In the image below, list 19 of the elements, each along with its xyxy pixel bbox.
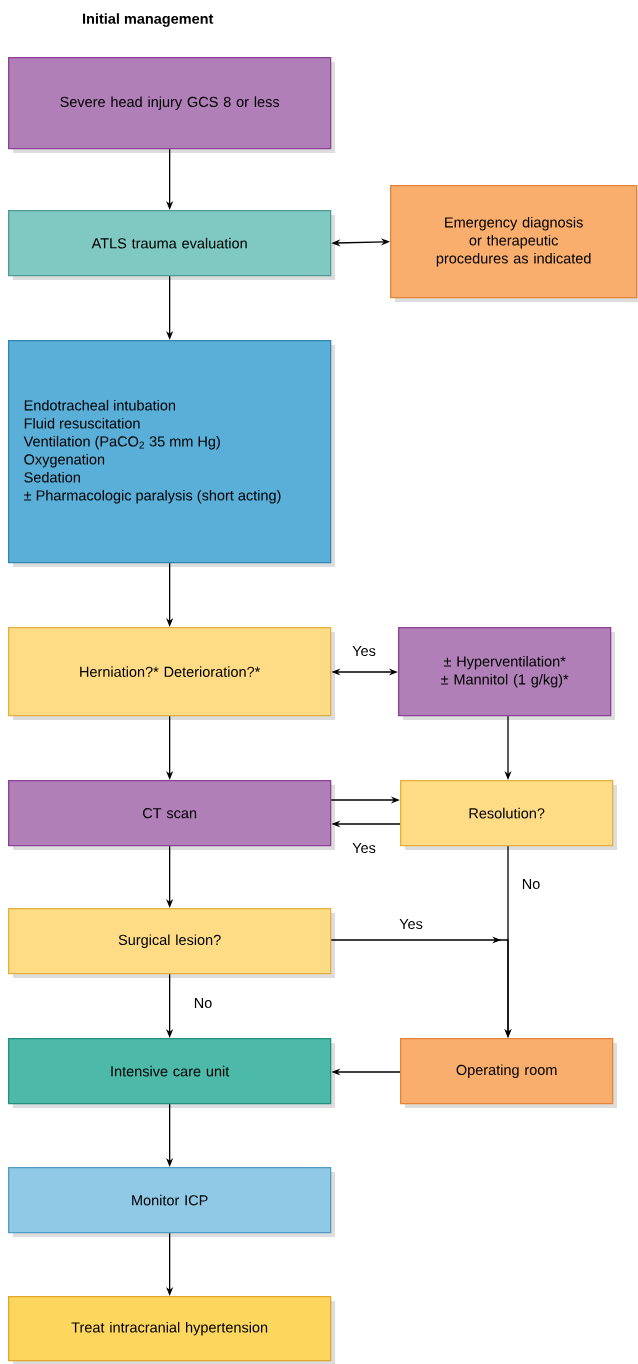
- process-box: Severe head injury GCS 8 or less: [8, 57, 335, 153]
- process-box: ± Hyperventilation* ± Mannitol (1 g/kg)*: [398, 627, 615, 720]
- process-box: Intensive care unit: [8, 1038, 335, 1108]
- title: Initial management: [83, 13, 214, 27]
- edge-label: Yes: [351, 644, 377, 658]
- process-box: Surgical lesion?: [8, 908, 335, 978]
- process-box: Resolution?: [400, 780, 617, 850]
- process-box: Treat intracranial hypertension: [8, 1296, 335, 1364]
- edge-label: No: [520, 877, 542, 891]
- process-box: Emergency diagnosis or therapeutic procedures as indicated: [390, 185, 638, 302]
- process-box: CT scan: [8, 780, 335, 850]
- process-box: Herniation?* Deterioration?*: [8, 627, 335, 720]
- edge-label: Yes: [398, 917, 424, 931]
- edge-label: No: [192, 996, 214, 1010]
- process-box: Endotracheal intubation Fluid resuscitation Ventilation (PaCO$_{2}$ 35 mm Hg) Oxygenation Sedation ± Pharmacologic paralysis (short acting): [8, 340, 335, 567]
- process-box: Monitor ICP: [8, 1167, 335, 1237]
- process-box: ATLS trauma evaluation: [8, 210, 335, 280]
- edge-label: Yes: [351, 841, 377, 855]
- process-box: Operating room: [400, 1038, 617, 1108]
